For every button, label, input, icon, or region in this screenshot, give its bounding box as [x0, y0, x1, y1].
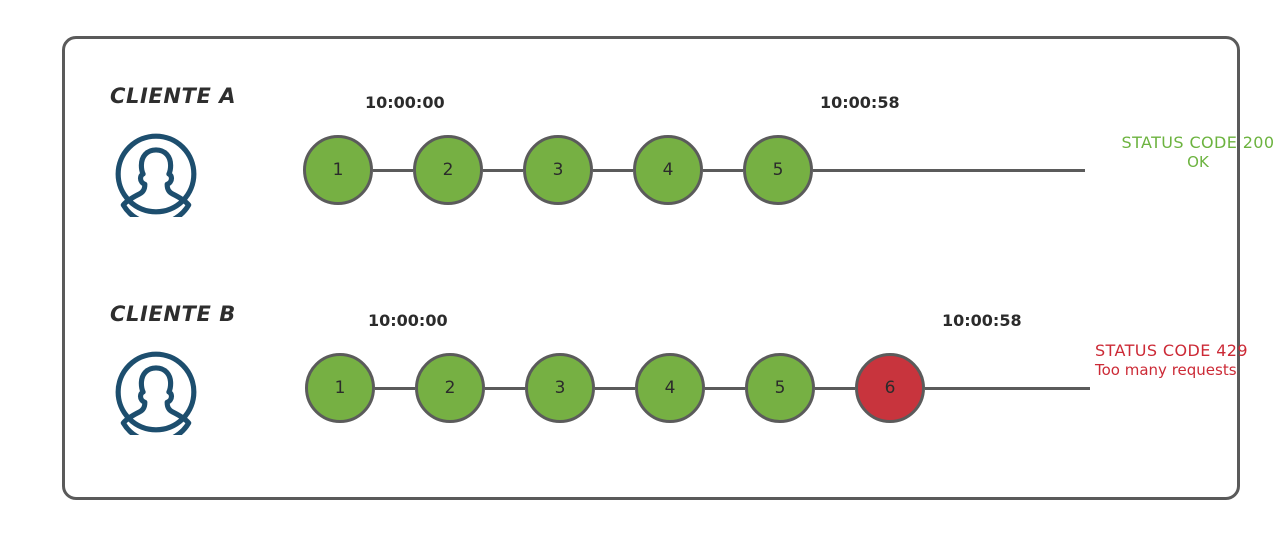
chain-link	[485, 387, 525, 390]
timestamp-b-start: 10:00:00	[368, 311, 448, 330]
status-detail-a: OK	[1187, 152, 1209, 171]
client-label-a: CLIENTE A	[110, 84, 237, 108]
request-node[interactable]: 3	[525, 353, 595, 423]
request-node[interactable]: 2	[415, 353, 485, 423]
timestamp-a-start: 10:00:00	[365, 93, 445, 112]
request-node[interactable]: 1	[305, 353, 375, 423]
client-label-b: CLIENTE B	[110, 302, 236, 326]
request-node[interactable]: 1	[303, 135, 373, 205]
status-detail-b: Too many requests	[1095, 360, 1237, 379]
request-node-blocked[interactable]: 6	[855, 353, 925, 423]
request-node[interactable]: 3	[523, 135, 593, 205]
chain-link	[373, 169, 413, 172]
timestamp-b-end: 10:00:58	[942, 311, 1022, 330]
chain-link	[375, 387, 415, 390]
request-node[interactable]: 5	[743, 135, 813, 205]
status-code-a: STATUS CODE 200	[1121, 133, 1275, 152]
request-node[interactable]: 5	[745, 353, 815, 423]
chain-link-tail	[813, 169, 1085, 172]
user-avatar-icon	[113, 131, 199, 227]
chain-link	[703, 169, 743, 172]
request-node[interactable]: 4	[635, 353, 705, 423]
status-message-b: STATUS CODE 429 Too many requests	[1095, 341, 1280, 379]
user-avatar-icon	[113, 349, 199, 445]
chain-link	[595, 387, 635, 390]
request-node[interactable]: 2	[413, 135, 483, 205]
status-message-a: STATUS CODE 200 OK	[1093, 133, 1280, 171]
diagram-frame: CLIENTE A 10:00:00 10:00:58 1 2 3 4 5 ST…	[62, 36, 1274, 500]
chain-link	[483, 169, 523, 172]
request-node[interactable]: 4	[633, 135, 703, 205]
status-code-b: STATUS CODE 429	[1095, 341, 1248, 360]
chain-link	[815, 387, 855, 390]
chain-link-tail	[925, 387, 1090, 390]
chain-link	[705, 387, 745, 390]
chain-link	[593, 169, 633, 172]
timestamp-a-end: 10:00:58	[820, 93, 900, 112]
